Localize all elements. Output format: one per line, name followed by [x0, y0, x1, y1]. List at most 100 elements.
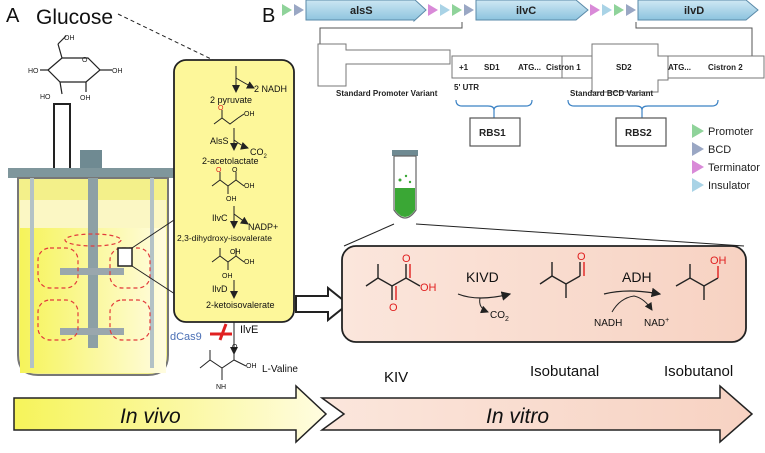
svg-text:HO: HO — [28, 68, 39, 75]
svg-text:O: O — [82, 57, 88, 64]
atg2-label: ATG... — [668, 63, 691, 72]
construct-diagram — [317, 43, 765, 93]
svg-text:OH: OH — [222, 273, 233, 280]
svg-text:OH: OH — [80, 95, 91, 102]
marker-zoom-line-top — [131, 219, 175, 249]
legend-terminator-swatch — [692, 160, 704, 174]
invivo-label: In vivo — [120, 405, 181, 428]
glucose-oh-labels: OH HO HO OH OH O — [28, 35, 123, 102]
svg-text:HO: HO — [40, 94, 51, 101]
svg-text:OH: OH — [244, 259, 255, 266]
nadp-label: NADP+ — [248, 222, 278, 232]
transfer-arrow — [295, 285, 350, 323]
legend-bcd-swatch — [692, 142, 704, 156]
rbs2-box — [615, 117, 667, 147]
kiv-label: KIV — [384, 369, 408, 386]
plus1-label: +1 — [459, 63, 469, 72]
acetolactate-label: 2-acetolactate — [202, 156, 259, 166]
bioreactor — [8, 150, 178, 376]
legend-terminator-label: Terminator — [708, 162, 760, 174]
gene-track — [282, 0, 759, 23]
svg-text:NH: NH — [216, 384, 226, 391]
dcas9-block-bar — [218, 323, 228, 341]
zoom-marker — [117, 247, 133, 267]
sd1-label: SD1 — [484, 63, 500, 72]
co2-release-arrow — [479, 297, 489, 314]
valine-label: L-Valine — [262, 364, 298, 375]
rbs1-label: RBS1 — [479, 128, 506, 139]
svg-text:OH: OH — [244, 183, 255, 190]
nadh-consume-arrow — [611, 295, 653, 313]
invitro-box — [341, 245, 747, 343]
cistron2-label: Cistron 2 — [708, 63, 743, 72]
gene-alss: alsS — [350, 5, 373, 17]
nadh-cofactor: NADH — [594, 318, 622, 329]
test-tube — [392, 150, 418, 219]
kivd-enzyme: KIVD — [466, 269, 499, 285]
svg-text:OH: OH — [64, 35, 75, 42]
svg-text:O: O — [232, 167, 238, 174]
alss-enzyme: AlsS — [210, 136, 229, 146]
valine-structure — [199, 350, 247, 380]
ketoisovalerate-label: 2-ketoisovalerate — [206, 300, 275, 310]
nadh-label: 2 NADH — [254, 84, 287, 94]
isobutanol-label: Isobutanol — [664, 363, 733, 380]
atg1-label: ATG... — [518, 63, 541, 72]
pyruvate-label: 2 pyruvate — [210, 95, 252, 105]
isobutanal-label: Isobutanal — [530, 363, 599, 380]
tube-zoom-left — [343, 223, 395, 247]
ilvd-enzyme: IlvD — [212, 284, 228, 294]
svg-text:OH: OH — [112, 68, 123, 75]
svg-text:O: O — [216, 167, 222, 174]
kivd-arrow — [457, 291, 512, 301]
svg-text:OH: OH — [420, 282, 437, 294]
panel-b-letter: B — [262, 5, 275, 27]
flow-loops — [37, 233, 151, 341]
panel-a-letter: A — [6, 5, 20, 27]
utr-label: 5' UTR — [454, 83, 479, 92]
nad-cofactor: NAD+ — [644, 317, 669, 329]
co2-label-b: CO2 — [490, 310, 509, 323]
kiv-structure — [365, 264, 421, 300]
gene-ilvc: ilvC — [516, 5, 536, 17]
svg-text:O: O — [218, 105, 224, 112]
legend-promoter-swatch — [692, 124, 704, 138]
invitro-arrow — [319, 384, 754, 444]
rbs-braces — [455, 99, 719, 118]
svg-text:OH: OH — [710, 255, 727, 267]
svg-text:O: O — [402, 253, 411, 265]
isobutanol-structure — [675, 264, 719, 300]
svg-text:OH: OH — [230, 249, 241, 256]
svg-text:OH: OH — [244, 111, 255, 118]
rbs2-label: RBS2 — [625, 128, 652, 139]
gene-ilvd: ilvD — [684, 5, 704, 17]
legend-insulator-label: Insulator — [708, 180, 751, 192]
legend-promoter-label: Promoter — [708, 126, 754, 138]
adh-arrow — [603, 287, 662, 298]
glucose-label: Glucose — [36, 6, 113, 29]
legend-insulator-swatch — [692, 178, 704, 192]
sd2-label: SD2 — [616, 63, 632, 72]
svg-text:O: O — [232, 344, 238, 351]
bcd-variant-label: Standard BCD Variant — [570, 89, 653, 98]
isobutanal-structure — [539, 262, 585, 298]
glucose-structure — [40, 35, 112, 95]
construct-zoom-lines — [319, 22, 753, 58]
invivo-arrow — [13, 384, 328, 444]
invitro-label: In vitro — [486, 405, 549, 428]
marker-zoom-line-bottom — [131, 265, 179, 297]
svg-text:O: O — [577, 251, 586, 263]
tube-zoom-right — [415, 223, 745, 247]
legend: Promoter BCD Terminator Insulator — [692, 124, 760, 192]
svg-text:OH: OH — [246, 363, 257, 370]
legend-bcd-label: BCD — [708, 144, 731, 156]
dihydroxy-label: 2,3-dihydroxy-isovalerate — [177, 233, 272, 243]
ilvc-enzyme: IlvC — [212, 213, 228, 223]
pathway-contents: 2 NADH 2 pyruvate O OH AlsS CO2 2-acetol… — [177, 66, 287, 310]
adh-enzyme: ADH — [622, 269, 652, 285]
promoter-variant-label: Standard Promoter Variant — [336, 89, 438, 98]
svg-text:OH: OH — [226, 196, 237, 203]
cistron1-label: Cistron 1 — [546, 63, 581, 72]
